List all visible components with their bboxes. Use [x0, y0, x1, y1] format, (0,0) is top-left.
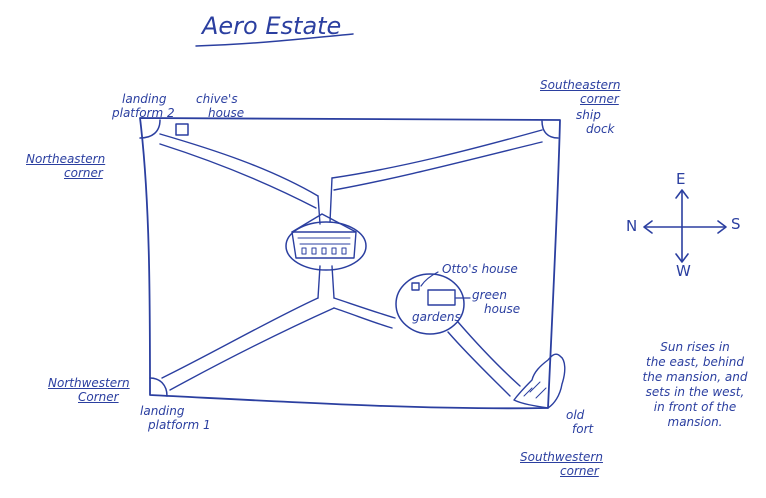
- compass-south-label: S: [731, 215, 741, 233]
- map-title: Aero Estate: [202, 12, 342, 40]
- note-line: sets in the west,: [645, 385, 745, 399]
- label-line: fort: [572, 422, 594, 436]
- green-house-label: green house: [472, 288, 520, 316]
- landing-platform-1-pad: [149, 377, 168, 397]
- old-fort-hatching: [523, 381, 547, 399]
- label-line: old: [566, 408, 585, 422]
- label-line: dock: [586, 122, 615, 136]
- label-line: corner: [64, 166, 103, 180]
- ottos-house-label: Otto's house: [442, 262, 518, 276]
- ship-dock-pad: [541, 120, 559, 139]
- compass-rose: [643, 189, 727, 263]
- road-center-north: [317, 177, 333, 225]
- label-line: platform 2: [112, 106, 175, 120]
- estate-boundary: [139, 117, 561, 410]
- note-line: Sun rises in: [660, 340, 730, 354]
- note-line: the east, behind: [646, 355, 744, 369]
- note-line: mansion.: [667, 415, 723, 429]
- label-line: ship: [576, 108, 601, 122]
- landing-platform-2-pad: [139, 119, 161, 139]
- label-line: Corner: [78, 390, 119, 404]
- road-center-south: [317, 265, 335, 299]
- road-southeast: [331, 129, 543, 191]
- label-line: Northwestern: [48, 376, 130, 390]
- ottos-house-marker: [411, 282, 420, 291]
- mansion-plateau: [285, 221, 367, 271]
- note-line: the mansion, and: [642, 370, 748, 384]
- label-line: landing: [140, 404, 185, 418]
- landing-platform-1-label: landing platform 1: [140, 404, 211, 432]
- sun-note: Sun rises in the east, behind the mansio…: [628, 340, 762, 430]
- label-line: platform 1: [148, 418, 211, 432]
- note-line: in front of the: [653, 400, 737, 414]
- gardens-circle: [395, 273, 465, 335]
- label-line: landing: [122, 92, 167, 106]
- compass-west-label: W: [676, 262, 691, 280]
- green-house-marker: [427, 289, 456, 306]
- chives-house-label: chive's house: [196, 92, 244, 120]
- road-to-gardens: [333, 297, 396, 329]
- label-line: house: [208, 106, 245, 120]
- northwestern-corner-label: Northwestern Corner: [48, 376, 130, 404]
- road-northwest: [161, 297, 335, 391]
- gardens-label: gardens: [412, 310, 461, 324]
- old-fort-label: old fort: [566, 408, 593, 436]
- road-northeast: [159, 133, 319, 209]
- southwestern-corner-label: Southwestern corner: [520, 450, 603, 478]
- label-line: chive's: [196, 92, 238, 106]
- ottos-house-leader: [420, 271, 439, 287]
- label-line: Southeastern: [540, 78, 621, 92]
- label-line: green: [472, 288, 507, 302]
- landing-platform-2-label: landing platform 2: [112, 92, 175, 120]
- label-line: corner: [560, 464, 599, 478]
- label-line: Southwestern: [520, 450, 603, 464]
- southeastern-corner-label: Southeastern corner: [540, 78, 621, 106]
- compass-east-label: E: [676, 170, 686, 188]
- label-line: Northeastern: [26, 152, 106, 166]
- compass-north-label: N: [626, 217, 638, 235]
- old-fort: [513, 353, 566, 409]
- title-underline: [195, 33, 354, 47]
- northeastern-corner-label: Northeastern corner: [26, 152, 105, 180]
- label-line: house: [484, 302, 521, 316]
- road-to-old-fort: [447, 321, 521, 397]
- ship-dock-label: ship dock: [576, 108, 615, 136]
- mansion: [291, 213, 357, 259]
- chives-house-marker: [175, 123, 189, 136]
- label-line: corner: [580, 92, 619, 106]
